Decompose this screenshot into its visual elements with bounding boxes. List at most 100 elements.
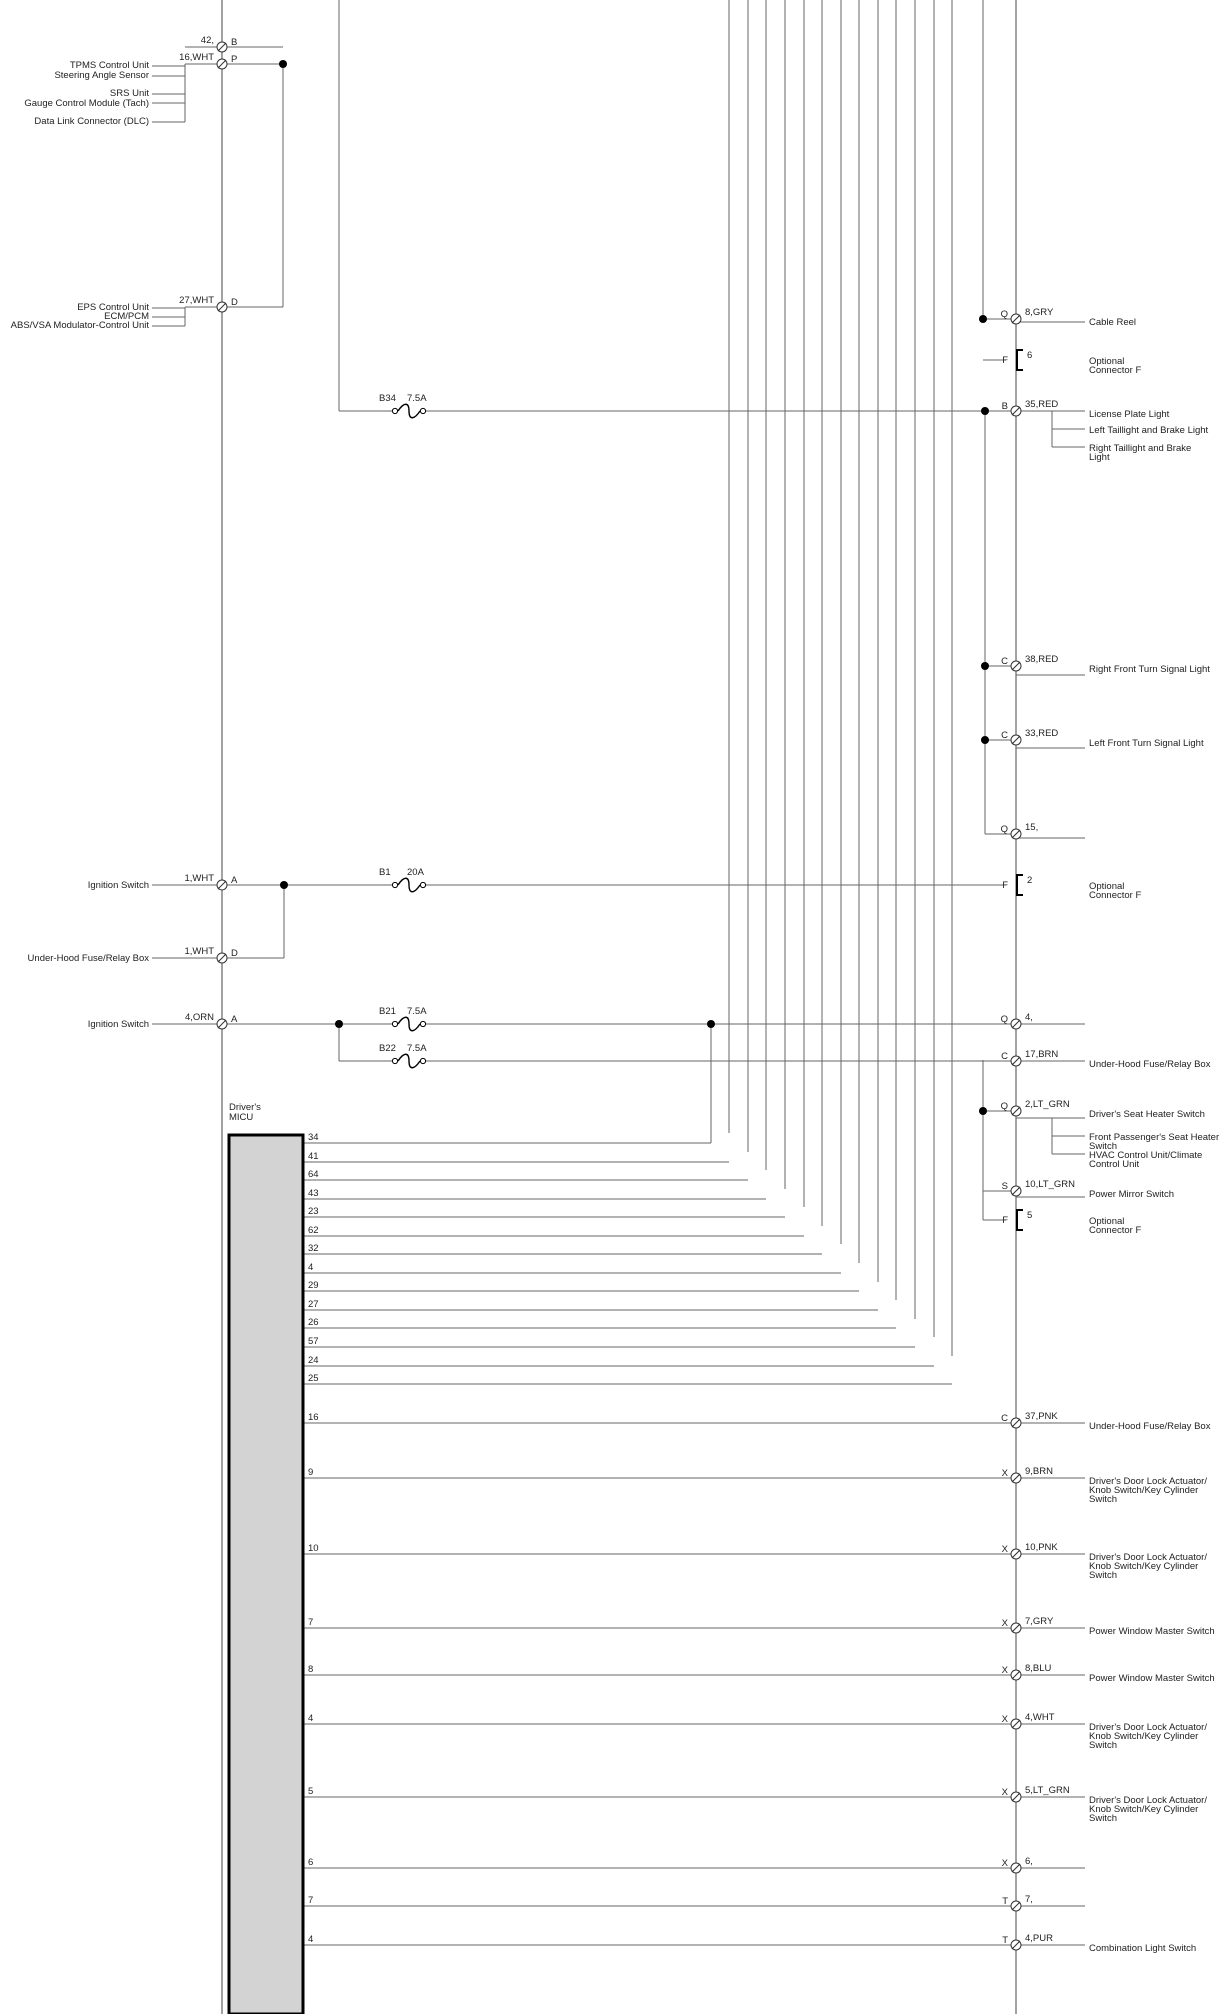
top-left-connector-label: P — [231, 54, 237, 65]
right-wire-label: 35,RED — [1025, 399, 1058, 410]
power-wire-label: 4,ORN — [185, 1012, 214, 1023]
right-connector-22-tick — [1011, 1792, 1021, 1802]
top-left-wire-label: 27,WHT — [179, 295, 214, 306]
micu-label: MICU — [229, 1112, 253, 1123]
right-connector-label: X — [1002, 1714, 1009, 1725]
right-destination-label: Optional — [1089, 356, 1124, 367]
micu-pin-label: 41 — [308, 1151, 319, 1162]
right-connector-6-tick — [1011, 735, 1021, 745]
right-destination-label: Power Window Master Switch — [1089, 1673, 1215, 1684]
right-wire-label: 37,PNK — [1025, 1411, 1058, 1422]
right-wire-label: 10,PNK — [1025, 1542, 1058, 1553]
right-connector-5-tick — [1011, 661, 1021, 671]
right-connector-10-tick — [1011, 1056, 1021, 1066]
right-wire-label: 10,LT_GRN — [1025, 1179, 1075, 1190]
right-wire-label: 4,PUR — [1025, 1933, 1053, 1944]
top-left-component-label: Gauge Control Module (Tach) — [24, 98, 149, 109]
top-left-connector-label: B — [231, 37, 237, 48]
right-connector-label: F — [1002, 880, 1008, 891]
micu-pin-label: 27 — [308, 1299, 319, 1310]
right-connector-11-tick — [1011, 1106, 1021, 1116]
power-wire-label: 1,WHT — [184, 946, 214, 957]
right-destination-label: Right Taillight and Brake — [1089, 443, 1191, 454]
right-destination-label: Left Taillight and Brake Light — [1089, 425, 1209, 436]
right-connector-label: S — [1002, 1181, 1008, 1192]
right-destination-label: Switch — [1089, 1141, 1117, 1152]
top-left-connector-0-tick — [217, 42, 227, 52]
right-destination-label: Cable Reel — [1089, 317, 1136, 328]
right-destination-label: Under-Hood Fuse/Relay Box — [1089, 1059, 1211, 1070]
micu-pin-label: 4 — [308, 1934, 313, 1945]
fuse-rating-label: 20A — [407, 867, 425, 878]
right-connector-label: T — [1002, 1896, 1008, 1907]
right-destination-label: Control Unit — [1089, 1159, 1140, 1170]
fuse-id-label: B22 — [379, 1043, 396, 1054]
power-source-label: Ignition Switch — [88, 1019, 149, 1030]
right-connector-23-tick — [1011, 1863, 1021, 1873]
micu-pin-label: 64 — [308, 1169, 319, 1180]
right-connector-label: X — [1002, 1468, 1009, 1479]
right-connector-label: F — [1002, 355, 1008, 366]
right-wire-label: 38,RED — [1025, 654, 1058, 665]
right-pin-label: 6 — [1027, 350, 1032, 361]
power-wire-label: 1,WHT — [184, 873, 214, 884]
right-destination-label: Connector F — [1089, 890, 1141, 901]
fuse-id-label: B34 — [379, 393, 396, 404]
top-left-component-label: Data Link Connector (DLC) — [34, 116, 149, 127]
right-destination-label: Optional — [1089, 881, 1124, 892]
micu-label: Driver's — [229, 1102, 261, 1113]
right-connector-label: Q — [1001, 1101, 1008, 1112]
micu-pin-label: 43 — [308, 1188, 319, 1199]
power-connector-1-tick — [217, 953, 227, 963]
micu-pin-label: 10 — [308, 1543, 319, 1554]
micu-pin-label: 9 — [308, 1467, 313, 1478]
right-wire-label: 5,LT_GRN — [1025, 1785, 1070, 1796]
right-destination-label: Right Front Turn Signal Light — [1089, 664, 1210, 675]
right-wire-label: 33,RED — [1025, 728, 1058, 739]
right-destination-label: Connector F — [1089, 365, 1141, 376]
right-destination-label: License Plate Light — [1089, 409, 1170, 420]
top-left-connector-2-tick — [217, 302, 227, 312]
right-destination-label: Driver's Door Lock Actuator/ — [1089, 1552, 1207, 1563]
fuse-rating-label: 7.5A — [407, 1043, 427, 1054]
power-connector-label: D — [231, 948, 238, 959]
right-pin-label: 2 — [1027, 875, 1032, 886]
right-destination-label: HVAC Control Unit/Climate — [1089, 1150, 1202, 1161]
splice-points — [279, 60, 989, 1115]
fuse-rating-label: 7.5A — [407, 1006, 427, 1017]
micu-pin-label: 16 — [308, 1412, 319, 1423]
wire-network — [152, 0, 1085, 2014]
right-connector-label: Q — [1001, 309, 1008, 320]
right-destination-label: Knob Switch/Key Cylinder — [1089, 1485, 1198, 1496]
fuse-b21-icon — [391, 1016, 427, 1032]
right-destination-label: Left Front Turn Signal Light — [1089, 738, 1204, 749]
right-destination-label: Connector F — [1089, 1225, 1141, 1236]
micu-pin-label: 26 — [308, 1317, 319, 1328]
fuse-rating-label: 7.5A — [407, 393, 427, 404]
right-destination-label: Combination Light Switch — [1089, 1943, 1196, 1954]
right-connector-2-tick — [1011, 406, 1021, 416]
right-connector-label: X — [1002, 1858, 1009, 1869]
micu-pin-label: 57 — [308, 1336, 319, 1347]
right-connector-label: C — [1001, 1051, 1008, 1062]
right-wire-label: 9,BRN — [1025, 1466, 1053, 1477]
right-wire-label: 4,WHT — [1025, 1712, 1055, 1723]
right-destination-label: Optional — [1089, 1216, 1124, 1227]
micu-pin-label: 4 — [308, 1713, 313, 1724]
right-wire-label: 7,GRY — [1025, 1616, 1054, 1627]
power-source-label: Ignition Switch — [88, 880, 149, 891]
right-destination-label: Switch — [1089, 1570, 1117, 1581]
right-connector-label: X — [1002, 1665, 1009, 1676]
right-destination-label: Knob Switch/Key Cylinder — [1089, 1731, 1198, 1742]
right-destination-label: Front Passenger's Seat Heater — [1089, 1132, 1219, 1143]
right-connector-label: X — [1002, 1618, 1009, 1629]
top-left-component-label: Steering Angle Sensor — [54, 70, 149, 81]
micu-pin-label: 32 — [308, 1243, 319, 1254]
top-left-component-label: SRS Unit — [110, 88, 149, 99]
right-connector-25-tick — [1011, 1940, 1021, 1950]
fuse-symbols — [391, 403, 427, 1069]
power-connector-2-tick — [217, 1019, 227, 1029]
right-wire-label: 2,LT_GRN — [1025, 1099, 1070, 1110]
micu-pin-label: 5 — [308, 1786, 313, 1797]
